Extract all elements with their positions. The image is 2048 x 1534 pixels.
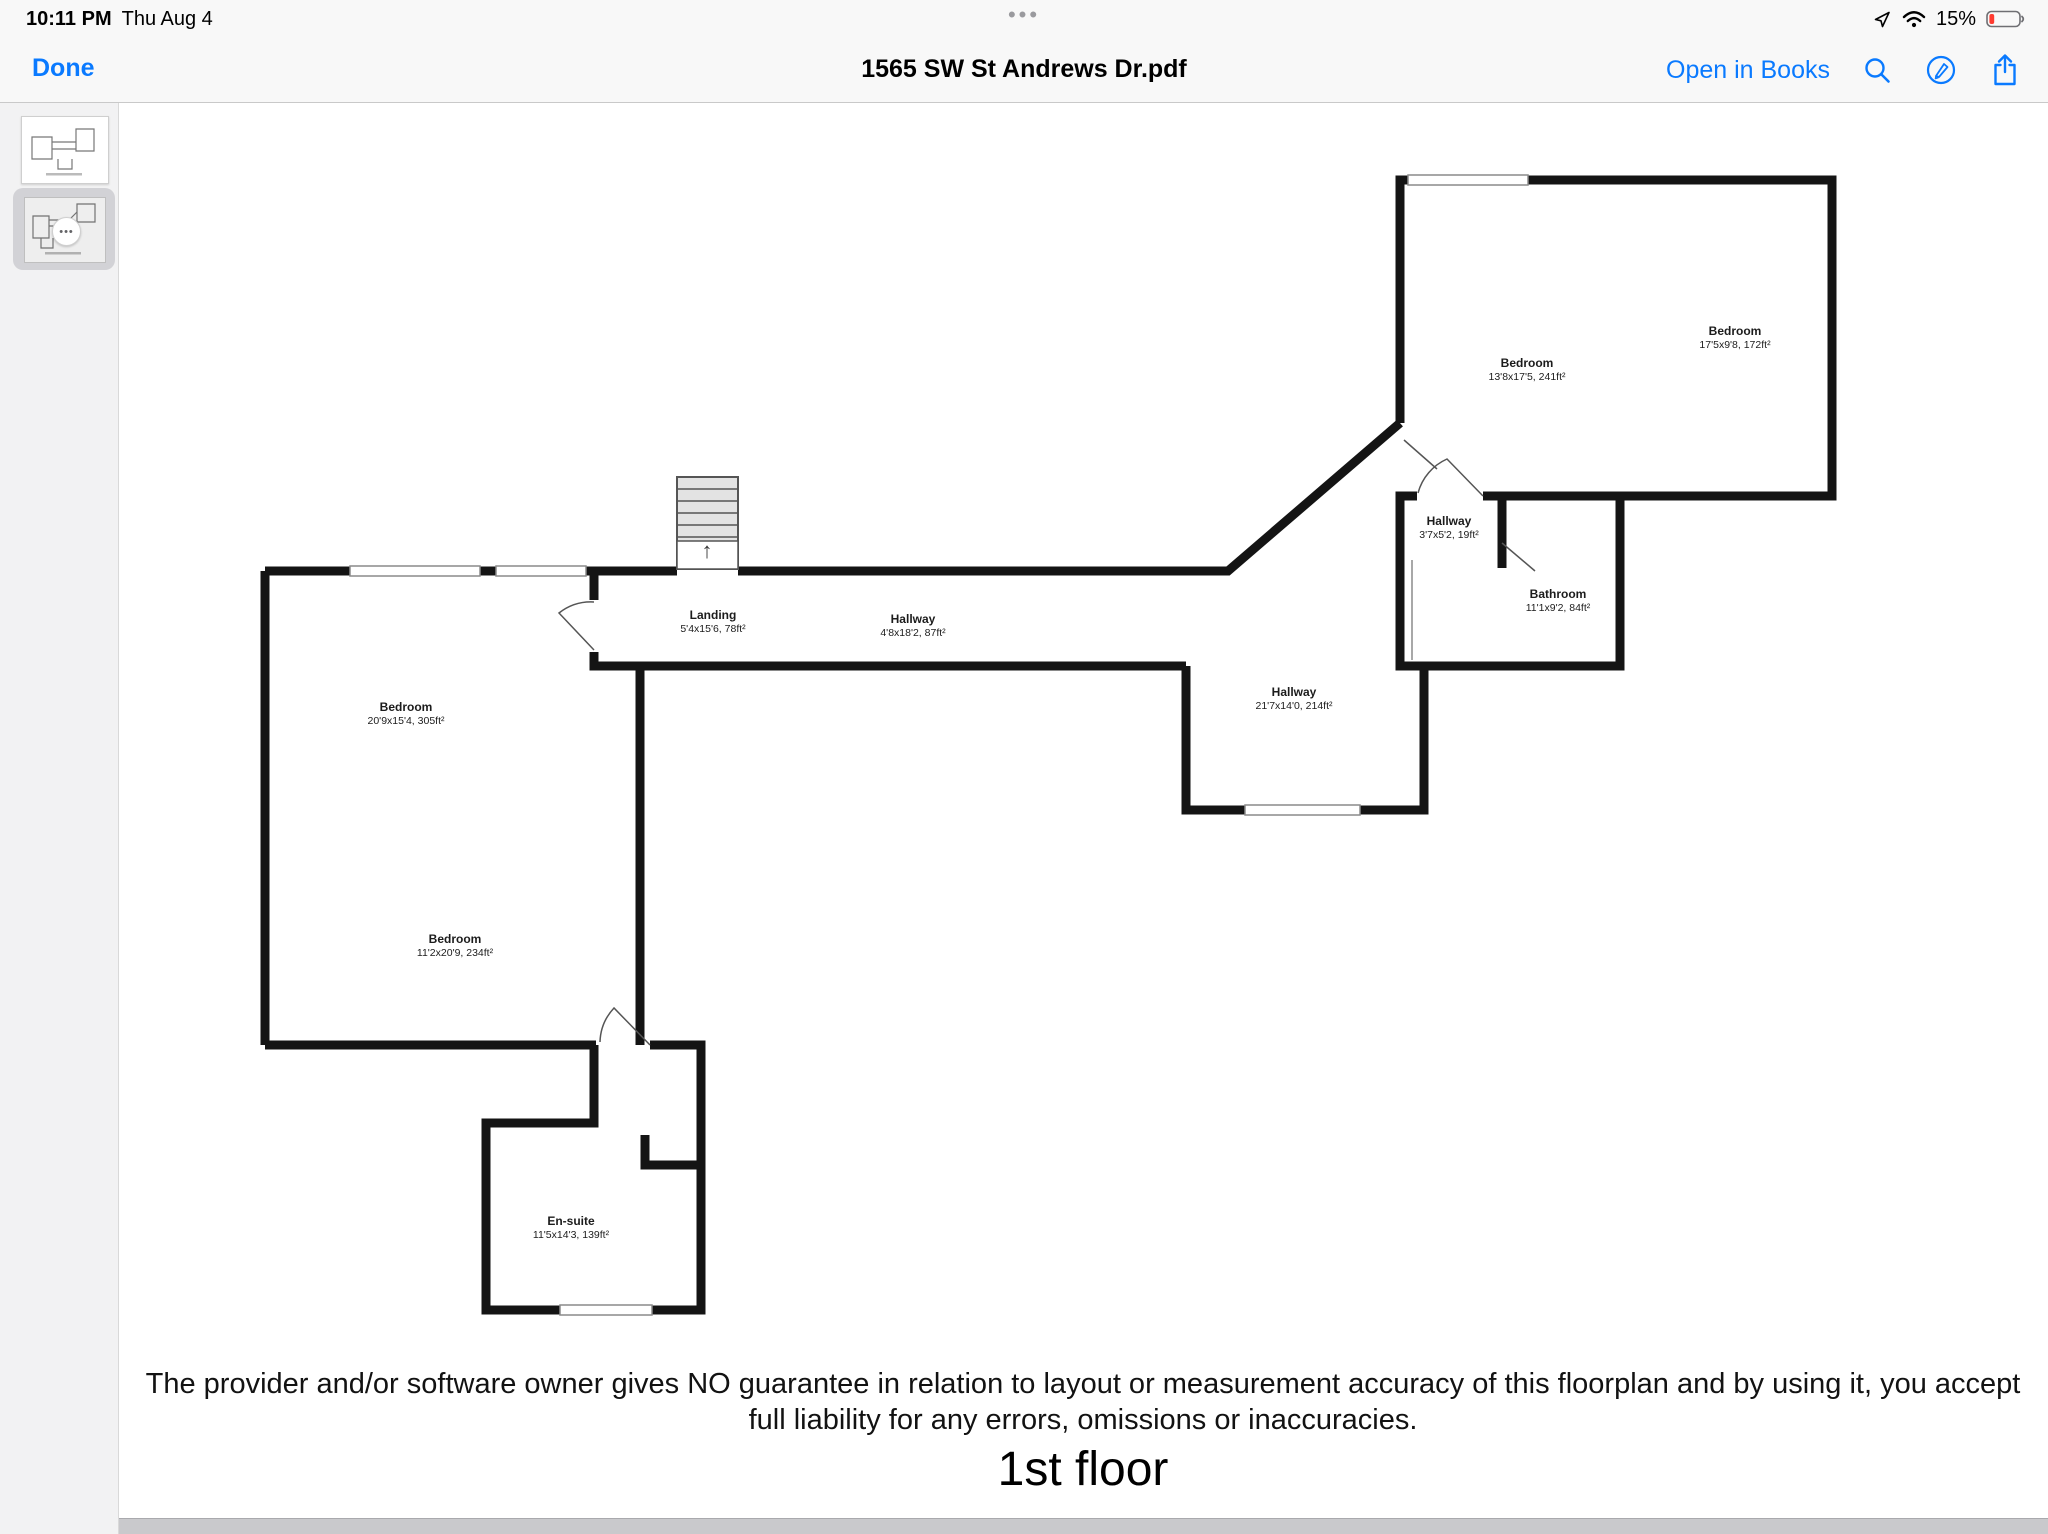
page-bottom-strip <box>0 1518 2048 1534</box>
nav-bar: Done 1565 SW St Andrews Dr.pdf Open in B… <box>0 40 2048 102</box>
search-icon <box>1865 58 1890 83</box>
stairs-up-arrow-icon: ↑ <box>701 538 713 563</box>
page-thumbnail-1[interactable] <box>21 116 109 184</box>
markup-pen-icon <box>1926 55 1956 85</box>
room-label-hallway-large: Hallway 21'7x14'0, 214ft² <box>1255 684 1333 712</box>
room-label-bathroom: Bathroom 11'1x9'2, 84ft² <box>1525 586 1591 614</box>
battery-percent: 15% <box>1935 7 1976 30</box>
room-label-landing: Landing 5'4x15'6, 78ft² <box>680 607 746 635</box>
share-button[interactable] <box>1988 53 2022 87</box>
search-button[interactable] <box>1860 53 1894 87</box>
room-label-hallway-small: Hallway 3'7x5'2, 19ft² <box>1419 513 1479 541</box>
thumbnail-1-preview <box>31 128 95 176</box>
done-button[interactable]: Done <box>32 54 95 82</box>
location-arrow-icon <box>1874 11 1890 27</box>
status-icons: 15% <box>1873 6 2026 32</box>
room-label-bedroom-2: Bedroom 13'8x17'5, 241ft² <box>1488 355 1566 383</box>
open-in-books-button[interactable]: Open in Books <box>1666 55 1830 84</box>
room-label-ensuite: En-suite 11'5x14'3, 139ft² <box>532 1213 610 1241</box>
thumbnail-sidebar: ••• <box>0 102 119 1534</box>
status-date: Thu Aug 4 <box>121 8 213 30</box>
markup-button[interactable] <box>1924 53 1958 87</box>
room-label-bedroom-3: Bedroom 20'9x15'4, 305ft² <box>367 699 445 727</box>
document-title: 1565 SW St Andrews Dr.pdf <box>861 55 1187 83</box>
battery-icon <box>1986 10 2025 28</box>
floor-title: 1st floor <box>997 1443 1169 1496</box>
stairs <box>676 476 739 570</box>
room-label-hallway-corridor: Hallway 4'8x18'2, 87ft² <box>880 611 946 639</box>
wifi-icon <box>1902 11 1926 28</box>
disclaimer-text: The provider and/or software owner gives… <box>145 1368 2021 1436</box>
top-bars: 10:11 PM Thu Aug 4 ••• 15% <box>0 0 2048 103</box>
top-handle-dots: ••• <box>1007 2 1041 27</box>
status-time-date: 10:11 PM Thu Aug 4 <box>26 8 213 31</box>
nav-actions: Open in Books <box>1666 48 2022 92</box>
status-time: 10:11 PM <box>26 8 112 30</box>
share-icon <box>1994 54 2016 86</box>
room-label-bedroom-4: Bedroom 11'2x20'9, 234ft² <box>416 931 494 959</box>
room-label-bedroom-1: Bedroom 17'5x9'8, 172ft² <box>1699 323 1771 351</box>
status-bar: 10:11 PM Thu Aug 4 ••• 15% <box>0 0 2048 40</box>
page-menu-button[interactable]: ••• <box>52 217 81 246</box>
thumbnail-2-page: ••• <box>24 197 106 263</box>
page-thumbnail-2-selected[interactable]: ••• <box>13 188 115 270</box>
